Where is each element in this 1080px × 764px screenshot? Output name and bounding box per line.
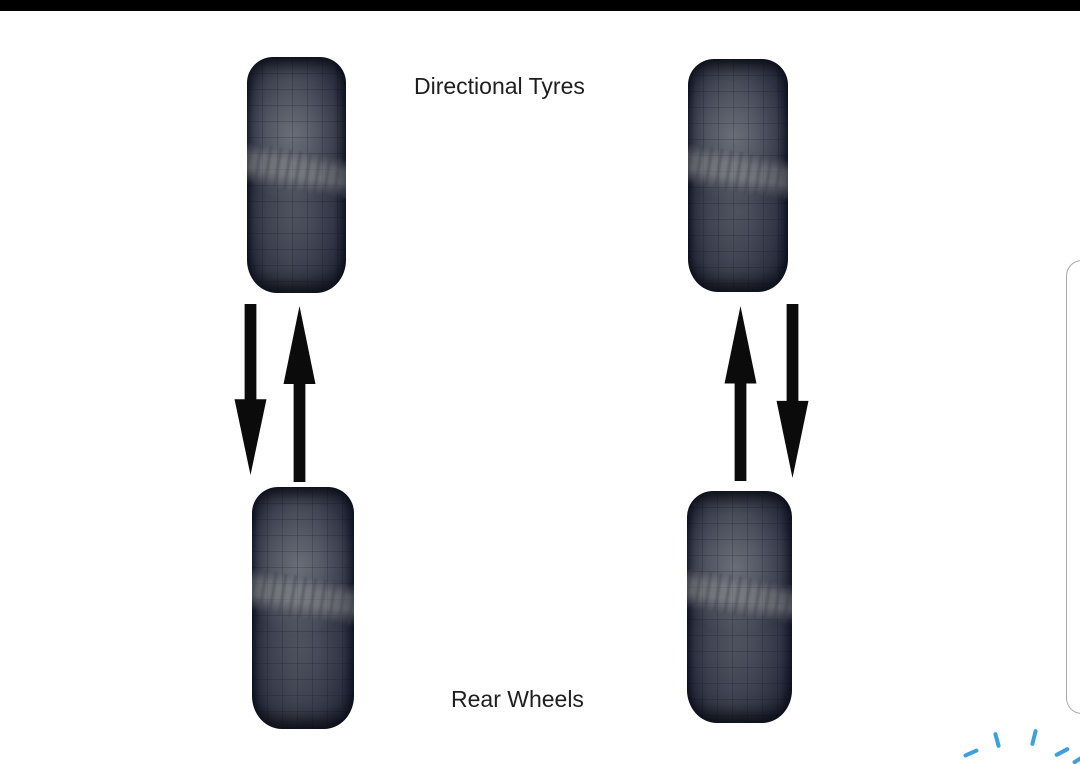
tyre-tread-band — [687, 567, 792, 626]
arrow-up-icon-right — [722, 306, 759, 481]
arrow-up-icon-left — [281, 306, 318, 482]
sparkle-dash-icon — [992, 731, 1002, 749]
tyre-rear-left-icon — [252, 487, 354, 729]
tyre-tread-band — [247, 142, 346, 201]
edge-panel-handle[interactable] — [1066, 260, 1080, 714]
arrow-down-icon-right — [774, 304, 811, 478]
rear-wheels-label: Rear Wheels — [451, 686, 584, 712]
tyre-rear-right-icon — [687, 491, 792, 723]
top-status-bar — [0, 0, 1080, 11]
tyre-front-right-icon — [688, 59, 788, 292]
diagram-title: Directional Tyres — [414, 73, 585, 99]
tyre-tread-band — [252, 567, 354, 627]
sparkle-dash-icon — [1053, 746, 1071, 758]
sparkle-dash-icon — [962, 747, 980, 759]
sparkle-dash-icon — [1071, 755, 1080, 764]
tyre-front-left-icon — [247, 57, 346, 293]
arrow-down-icon-left — [232, 304, 269, 475]
sparkle-dash-icon — [1030, 728, 1038, 747]
tyre-tread-band — [688, 143, 788, 201]
